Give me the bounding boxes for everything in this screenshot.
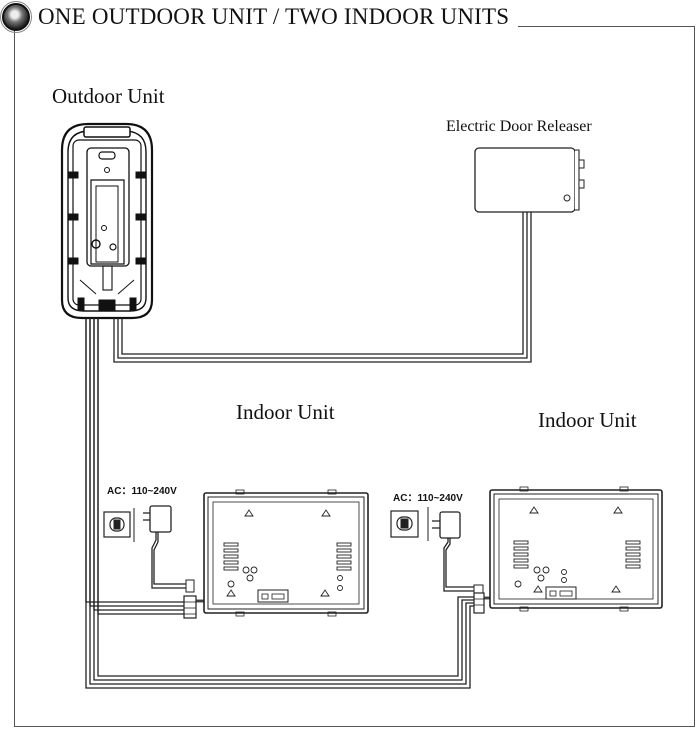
indoor-unit-1-label: Indoor Unit [236,400,335,424]
title-bullet-ring [0,1,32,33]
indoor-unit-2-label: Indoor Unit [538,408,637,432]
power-adapter-1 [143,505,195,593]
title-bullet-icon [2,3,30,31]
power-outlet-2 [390,507,429,541]
cable-outdoor-to-releaser [113,212,532,363]
door-releaser-label: Electric Door Releaser [446,118,592,135]
power-outlet-1 [103,508,135,542]
ac-voltage-label-1: AC：110~240V [107,486,177,497]
electric-door-releaser [474,147,585,213]
cable-to-indoor-unit-2 [85,318,474,689]
indoor-unit-1 [203,489,369,617]
diagram-frame [14,26,695,727]
diagram-title: ONE OUTDOOR UNIT / TWO INDOOR UNITS [38,4,510,29]
ac-voltage-label-2: AC：110~240V [393,493,463,504]
frame-top-edge [518,26,694,27]
power-adapter-2 [432,511,484,598]
frame-right-edge [694,26,695,726]
indoor-unit-2 [489,486,663,612]
outdoor-unit [60,122,154,320]
outdoor-unit-label: Outdoor Unit [52,84,165,108]
